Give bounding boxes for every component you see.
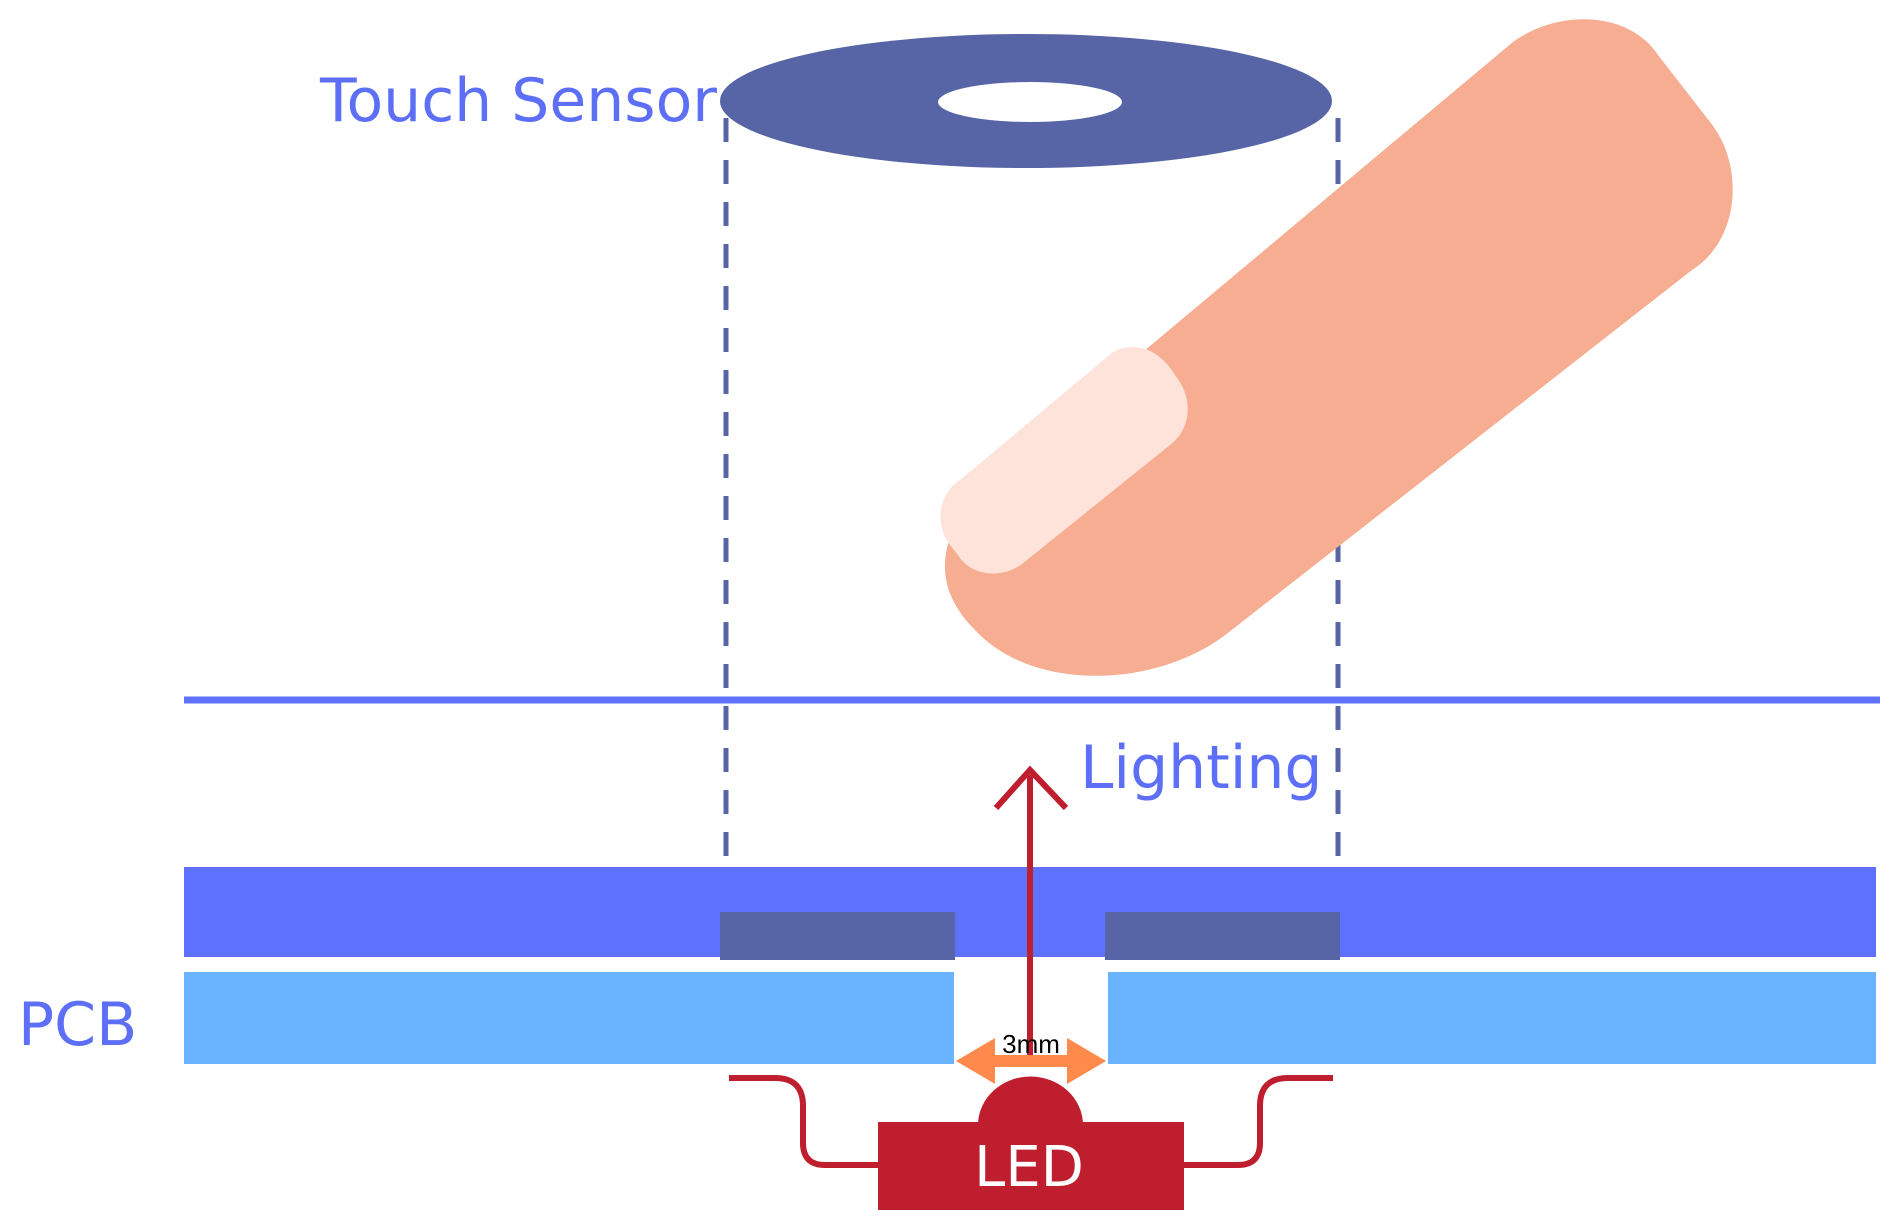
sensor-ring bbox=[719, 33, 1332, 169]
pcb-right bbox=[1108, 972, 1876, 1064]
touch-sensor-pad bbox=[719, 33, 1332, 169]
led-dome bbox=[978, 1076, 1083, 1125]
sensor-electrode-right bbox=[1105, 912, 1340, 960]
pcb-label: PCB bbox=[18, 990, 137, 1060]
gap-label: 3mm bbox=[1002, 1029, 1060, 1059]
lighting-arrow bbox=[993, 765, 1069, 1060]
gap-arrow bbox=[956, 1038, 1106, 1084]
led-component bbox=[878, 1076, 1184, 1210]
led-lead-left bbox=[729, 1075, 878, 1168]
finger-icon bbox=[940, 19, 1733, 676]
touch-sensor-label: Touch Sensor bbox=[319, 66, 717, 136]
sensor-electrode-left bbox=[720, 912, 955, 960]
led-leads bbox=[729, 1075, 1333, 1168]
lighting-label: Lighting bbox=[1080, 733, 1323, 803]
led-label: LED bbox=[974, 1135, 1084, 1200]
led-body bbox=[878, 1122, 1184, 1210]
fingernail bbox=[940, 346, 1188, 574]
finger bbox=[944, 19, 1733, 676]
led-lead-right bbox=[1182, 1075, 1333, 1168]
pcb-left bbox=[184, 972, 954, 1064]
